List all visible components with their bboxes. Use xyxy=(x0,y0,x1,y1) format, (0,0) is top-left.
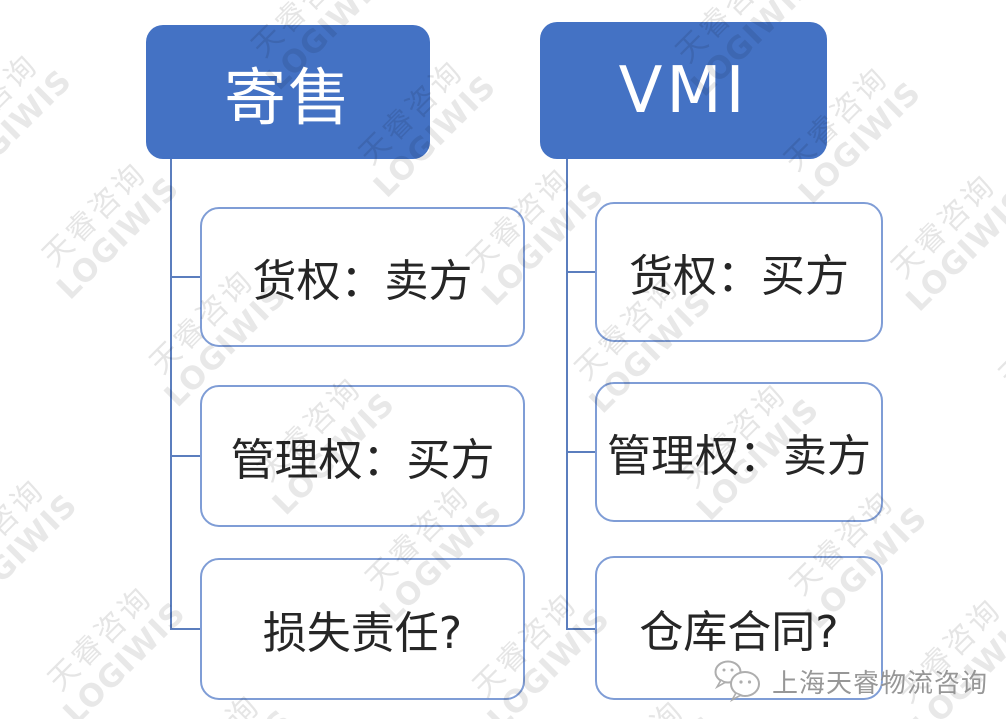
connector-stub xyxy=(170,276,202,278)
connector-stub xyxy=(566,271,597,273)
connector-trunk-right xyxy=(566,159,568,629)
item-label: 仓库合同? xyxy=(639,607,839,658)
item-label: 货权：卖方 xyxy=(252,256,473,307)
item-label: 损失责任? xyxy=(262,608,463,659)
connector-stub xyxy=(170,455,202,457)
connector-stub xyxy=(566,628,597,630)
item-label: 管理权：卖方 xyxy=(607,431,871,482)
connector-stub xyxy=(566,451,597,453)
connector-trunk-left xyxy=(170,159,172,629)
item-label: 货权：买方 xyxy=(629,251,849,302)
header-label-consignment: 寄售 xyxy=(223,61,352,134)
item-node-consignment-loss-liability: 损失责任? xyxy=(200,558,525,700)
item-node-vmi-ownership: 货权：买方 xyxy=(595,202,883,342)
item-node-consignment-management: 管理权：买方 xyxy=(200,385,525,527)
item-node-vmi-warehouse-contract: 仓库合同? xyxy=(595,556,883,700)
header-node-vmi: VMI xyxy=(540,22,827,159)
header-node-consignment: 寄售 xyxy=(146,25,430,159)
item-node-vmi-management: 管理权：卖方 xyxy=(595,382,883,522)
item-node-consignment-ownership: 货权：卖方 xyxy=(200,207,525,347)
item-label: 管理权：买方 xyxy=(230,435,495,486)
connector-stub xyxy=(170,628,202,630)
header-label-vmi: VMI xyxy=(618,53,749,128)
